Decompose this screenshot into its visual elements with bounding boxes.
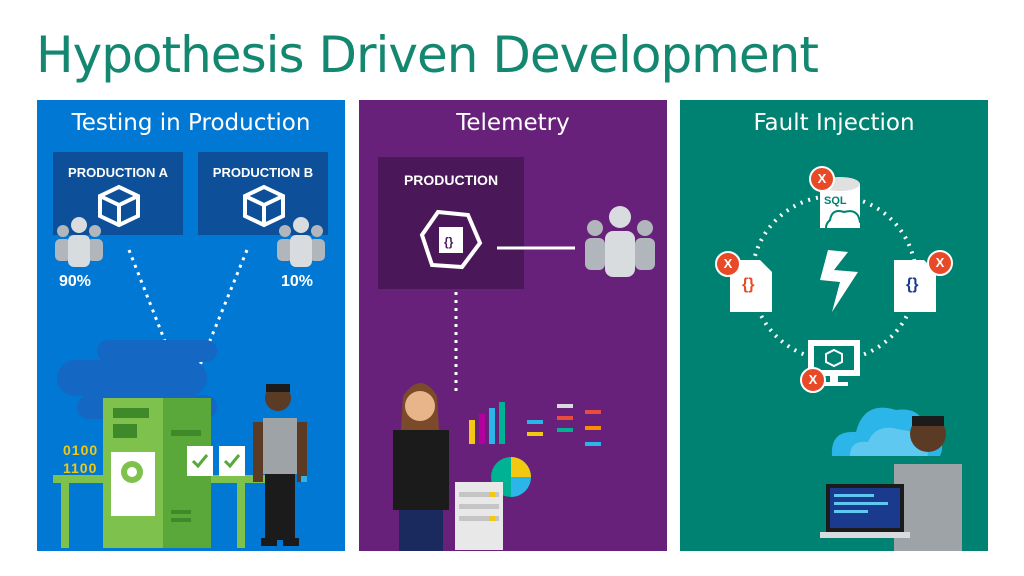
production-label: PRODUCTION — [403, 172, 499, 188]
slide-title: Hypothesis Driven Development — [36, 26, 819, 84]
panel-testing-in-production: Testing in Production PRODUCTION A PRODU… — [37, 100, 345, 551]
box-icon — [243, 184, 285, 228]
panel-title-testing: Testing in Production — [71, 110, 311, 136]
binary-text-2: 1100 — [63, 460, 98, 476]
panel-telemetry: Telemetry PRODUCTION {} — [359, 100, 667, 551]
production-box: PRODUCTION {} — [378, 157, 524, 289]
box-icon — [98, 184, 140, 228]
percent-a: 90% — [59, 273, 92, 290]
code-icon: {} — [444, 235, 454, 249]
sql-label: SQL — [824, 195, 847, 207]
code-hexagon-icon — [419, 209, 483, 270]
error-icon: X — [817, 171, 827, 186]
panel-title-fault: Fault Injection — [753, 110, 915, 136]
production-b-label: PRODUCTION B — [212, 165, 314, 180]
production-b-box: PRODUCTION B — [198, 152, 328, 235]
error-icon: X — [723, 256, 733, 271]
panel-title-telemetry: Telemetry — [456, 110, 570, 136]
binary-text-1: 0100 — [63, 442, 99, 458]
panel-fault-injection: Fault Injection — [680, 100, 988, 551]
percent-b: 10% — [281, 273, 314, 290]
users-icon — [277, 217, 325, 267]
error-icon: X — [808, 372, 818, 387]
users-icon — [55, 217, 103, 267]
production-machine-illustration — [53, 249, 307, 548]
production-a-label: PRODUCTION A — [68, 165, 168, 180]
code-icon-left: {} — [742, 276, 755, 293]
code-icon-right: {} — [906, 276, 919, 293]
telemetry-illustration — [393, 206, 655, 551]
fault-injection-illustration — [715, 166, 962, 551]
error-icon: X — [935, 255, 945, 270]
